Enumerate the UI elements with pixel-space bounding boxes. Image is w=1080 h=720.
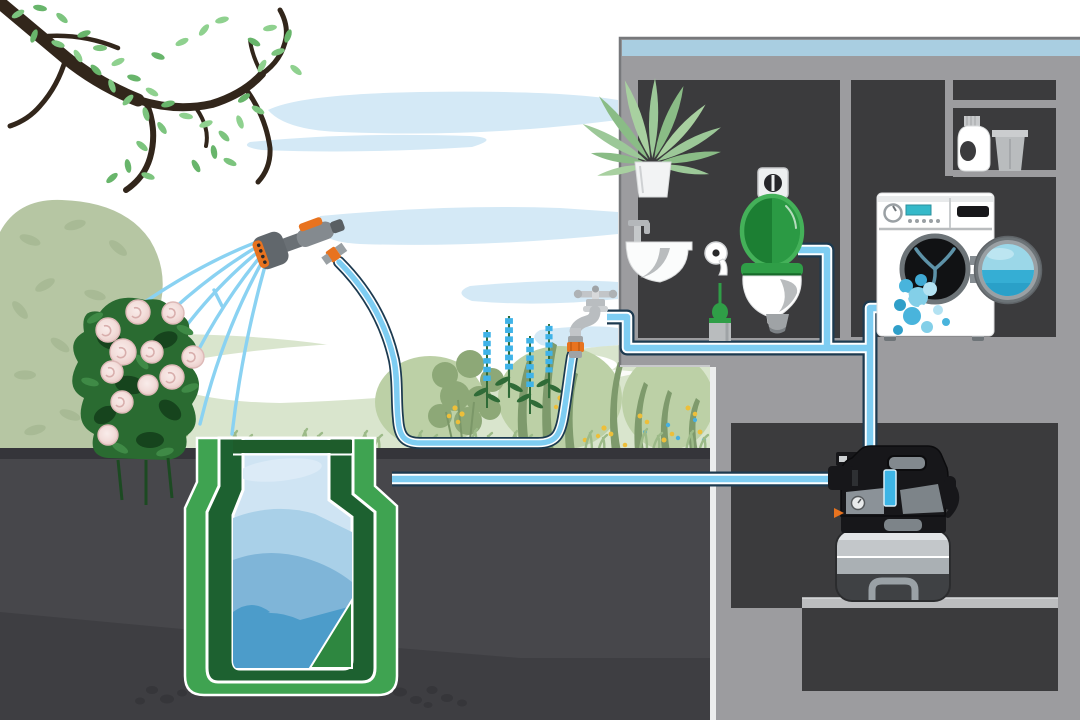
roof-band: [622, 40, 1080, 56]
laundry-room: [876, 116, 1043, 341]
pebbles: [135, 686, 467, 708]
fern-plant: [582, 78, 721, 198]
roses: [95, 299, 205, 446]
rainwater-tank: [135, 436, 467, 708]
flush-plate: [757, 167, 789, 199]
tank-water: [233, 458, 352, 668]
spray-nozzle: [252, 217, 348, 270]
garden-hose: [333, 256, 581, 449]
hose-connector: [567, 336, 584, 358]
detergent-bottle: [957, 116, 991, 172]
program-dial: [883, 203, 903, 223]
tree-branch: [0, 0, 304, 193]
toilet-brush: [709, 283, 731, 341]
pump-marker: [834, 508, 844, 518]
wall-hung-toilet: [739, 193, 805, 334]
toilet-paper: [704, 241, 728, 276]
wall-shelf: [945, 80, 1056, 177]
washing-suds: [893, 274, 950, 335]
rainwater-pump: [828, 445, 960, 602]
tall-grass-silhouettes: [517, 342, 700, 452]
outdoor-tap: [567, 285, 618, 358]
rose-bush: [72, 297, 205, 505]
house-structure: [618, 36, 1080, 720]
yellow-flowers: [446, 395, 703, 448]
machine-door-open: [970, 235, 1043, 305]
washing-machine: [876, 192, 1043, 341]
pump-ledge: [802, 598, 1058, 608]
machine-display: [905, 204, 932, 216]
round-leaf-plant: [428, 350, 504, 441]
pump-water-stripe: [883, 469, 897, 507]
service-water-pipes: [392, 242, 889, 487]
bathroom: [582, 78, 805, 341]
detergent-drawer: [957, 206, 989, 217]
pump-inlet-connector: [828, 466, 854, 490]
wash-basin: [625, 220, 693, 283]
tank-lid: [233, 440, 352, 453]
laundry-tub: [992, 130, 1028, 171]
machine-buttons: [908, 219, 940, 223]
